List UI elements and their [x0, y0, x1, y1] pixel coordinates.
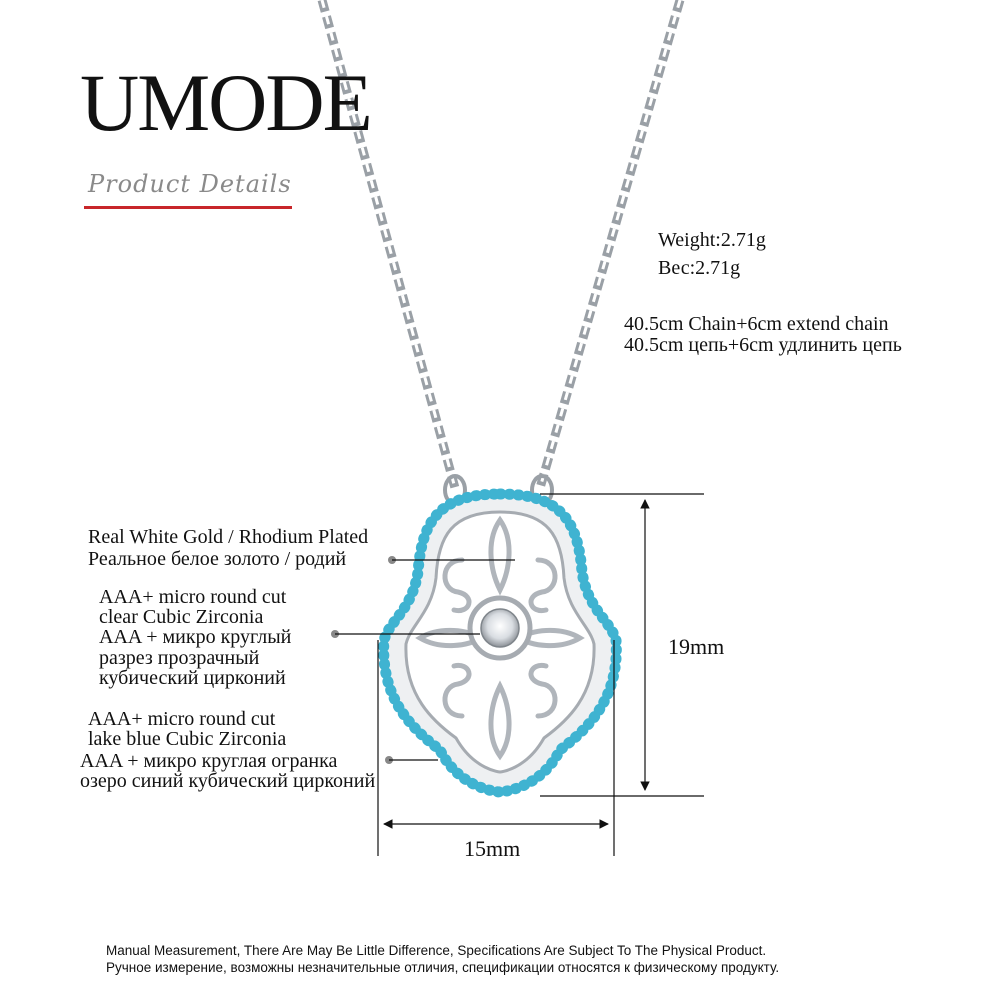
clear-center-stone — [480, 608, 520, 648]
brand-logo: UMODE — [80, 57, 373, 148]
disclaimer-en: Manual Measurement, There Are May Be Lit… — [106, 943, 767, 958]
blue-stone-ru-2: озеро синий кубический цирконий — [80, 770, 376, 792]
blue-stone-border — [378, 488, 622, 798]
width-dimension-label: 15mm — [464, 836, 521, 861]
subtitle-underline — [84, 206, 292, 209]
clear-stone-ru-1: AAA + микро круглый — [99, 626, 292, 648]
blue-stone-ru-1: AAA + микро круглая огранка — [80, 750, 338, 772]
clear-stone-en-2: clear Cubic Zirconia — [99, 606, 264, 628]
clear-stone-en-1: AAA+ micro round cut — [99, 586, 287, 608]
disclaimer-ru: Ручное измерение, возможны незначительны… — [106, 960, 780, 975]
metal-callout-ru: Реальное белое золото / родий — [88, 548, 347, 570]
hamsa-pendant — [378, 488, 622, 798]
blue-stone-en-1: AAA+ micro round cut — [88, 708, 276, 730]
disclaimer: Manual Measurement, There Are May Be Lit… — [106, 942, 779, 976]
weight-en: Weight:2.71g — [658, 229, 766, 251]
chain-length-ru: 40.5cm цепь+6cm удлинить цепь — [624, 334, 902, 356]
product-details-subtitle: Product Details — [88, 170, 292, 198]
necklace-chain — [317, 0, 685, 506]
chain-length-en: 40.5cm Chain+6cm extend chain — [624, 313, 889, 335]
height-dimension-label: 19mm — [668, 634, 725, 659]
dimension-lines — [377, 493, 704, 856]
weight-ru: Вес:2.71g — [658, 257, 741, 279]
metal-callout-en: Real White Gold / Rhodium Plated — [88, 526, 369, 548]
callout-leaders — [331, 556, 515, 764]
blue-stone-en-2: lake blue Cubic Zirconia — [88, 728, 287, 750]
clear-stone-ru-2: разрез прозрачный — [99, 647, 260, 669]
clear-stone-ru-3: кубический цирконий — [99, 667, 286, 689]
